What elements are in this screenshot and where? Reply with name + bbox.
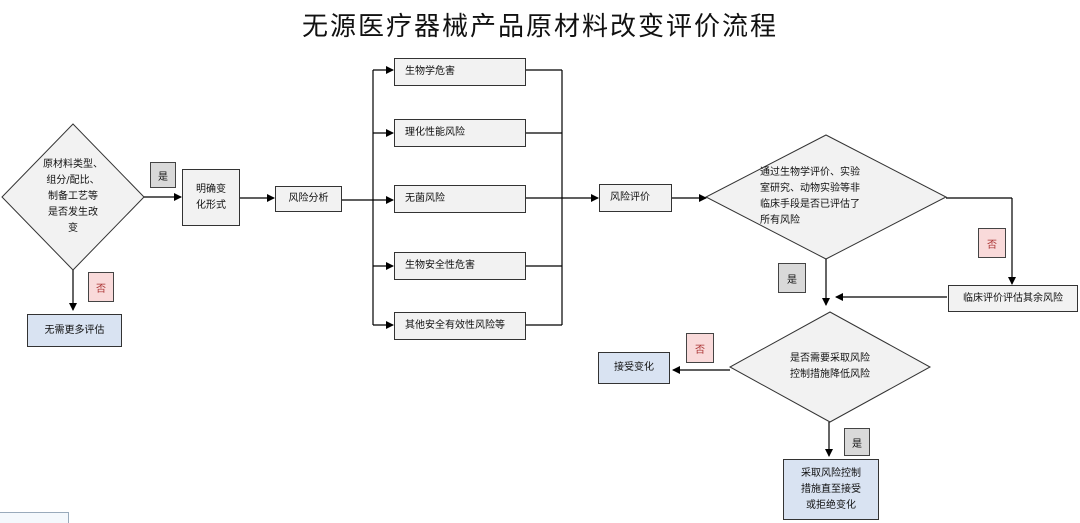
other-risk-box: 其他安全有效性风险等 [394,312,526,340]
risk-eval-box: 风险评价 [599,184,672,212]
control-diamond [728,311,932,423]
all-risks-decision-label: 通过生物学评价、实验 室研究、动物实验等非 临床手段是否已评估了 所有风险 [760,167,860,226]
biosafety-hazard-box: 生物安全性危害 [394,252,526,280]
no-label-control: 否 [686,333,714,363]
clinical-eval-box: 临床评价评估其余风险 [948,285,1078,312]
no-more-eval-box: 无需更多评估 [27,314,122,347]
yes-label-start: 是 [150,162,176,188]
yes-label-all-risks: 是 [778,263,806,293]
control-decision-label: 是否需要采取风险 控制措施降低风险 [790,353,870,380]
no-label-start: 否 [88,272,114,302]
take-control-box: 采取风险控制 措施直至接受 或拒绝变化 [783,459,879,520]
bio-hazard-box: 生物学危害 [394,58,526,86]
page-title: 无源医疗器械产品原材料改变评价流程 [301,12,778,42]
physchem-risk-box: 理化性能风险 [394,119,526,147]
sterile-risk-box: 无菌风险 [394,185,526,213]
sheet-tab-fragment [0,512,69,523]
clarify-box: 明确变 化形式 [182,169,240,226]
yes-label-control: 是 [844,428,870,456]
risk-analysis-box: 风险分析 [275,186,342,212]
start-decision-label: 原材料类型、 组分/配比、 制备工艺等 是否发生改 变 [43,159,103,234]
no-label-all-risks: 否 [978,228,1006,258]
accept-change-box: 接受变化 [598,352,670,384]
